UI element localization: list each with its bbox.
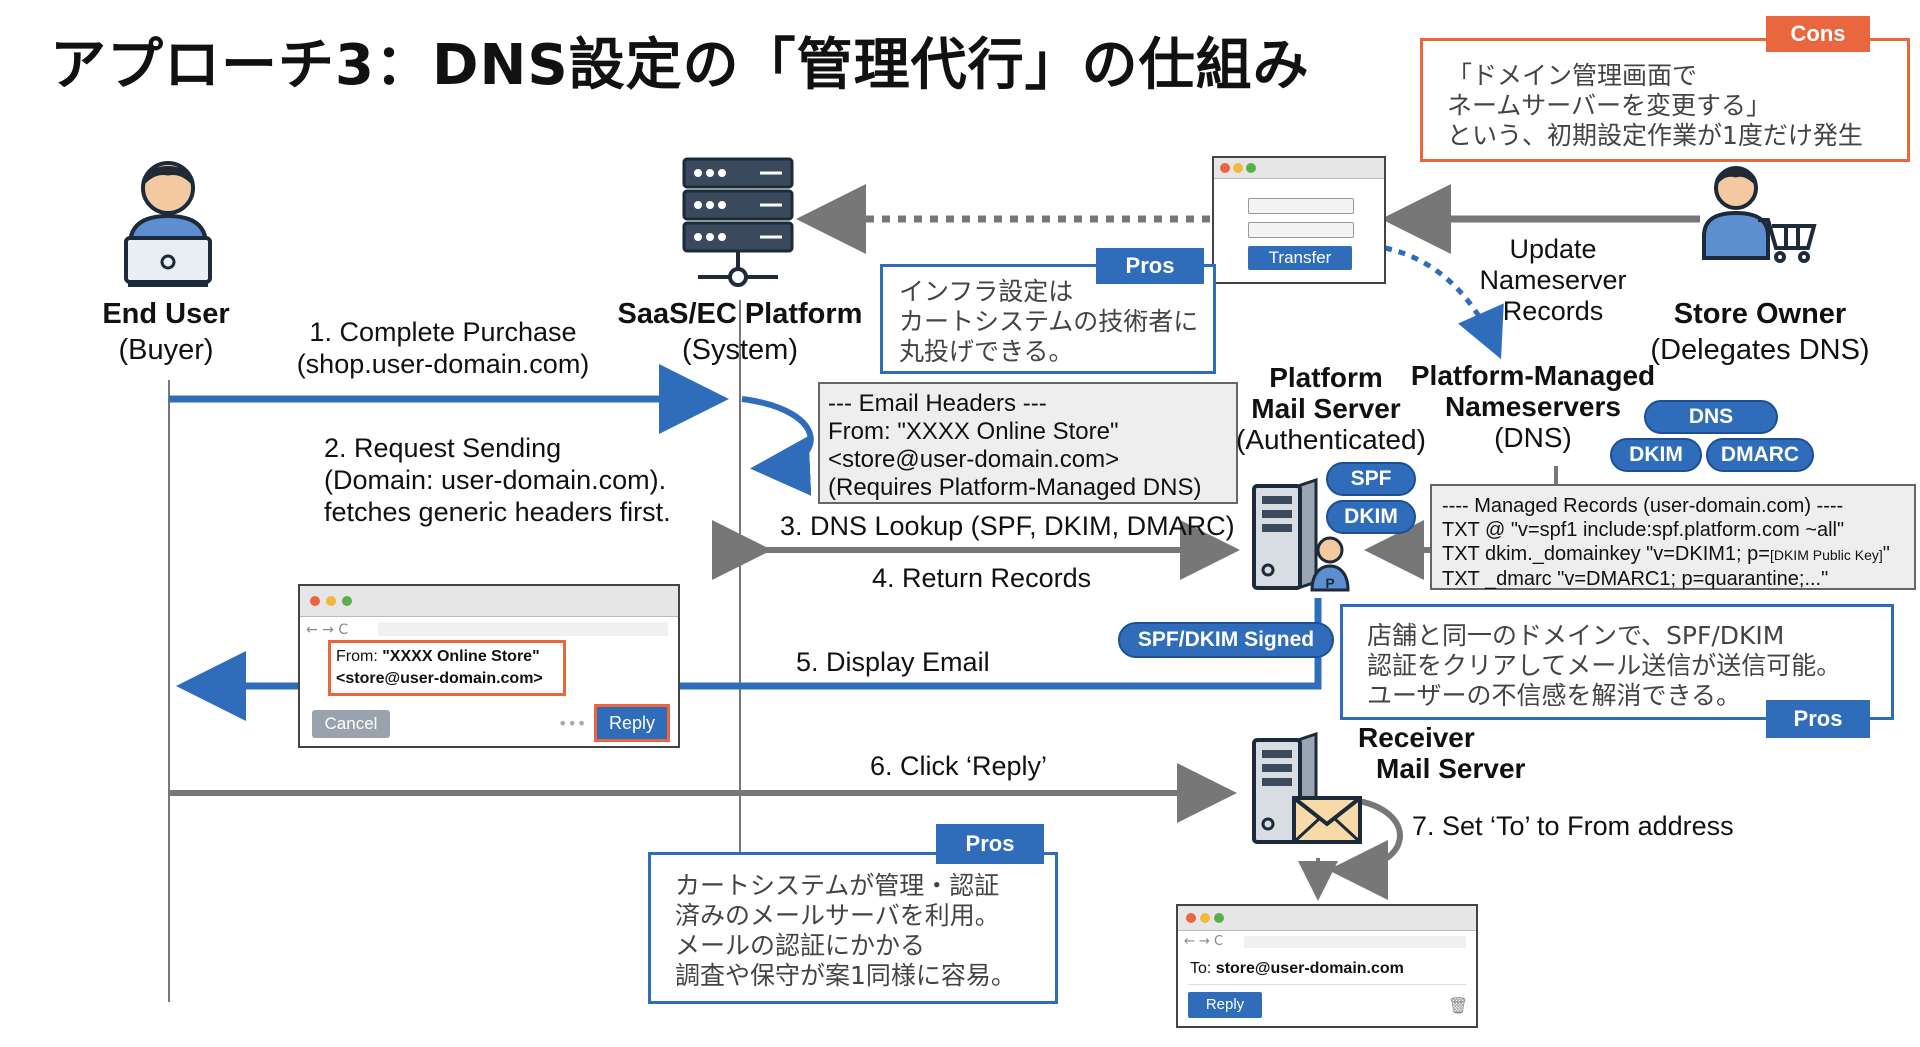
page-title: アプローチ3：DNS設定の「管理代行」の仕組み	[50, 33, 1310, 98]
pros-infra-line-2: カートシステムの技術者に	[899, 307, 1199, 336]
pros-auth-box: 店舗と同一のドメインで、SPF/DKIM 認証をクリアしてメール送信が送信可能。…	[1340, 604, 1894, 720]
end-user-label: End User (Buyer)	[102, 298, 230, 366]
reply-button[interactable]: Reply	[594, 704, 670, 742]
server-rack-icon	[682, 157, 794, 287]
email-headers-box: --- Email Headers --- From: "XXXX Online…	[818, 382, 1238, 504]
dns-badge: DNS	[1644, 400, 1778, 434]
receiver-mail-server-icon	[1252, 732, 1362, 845]
store-owner-icon	[1702, 166, 1817, 263]
cancel-button[interactable]: Cancel	[312, 710, 390, 738]
pros-auth-line-1: 店舗と同一のドメインで、SPF/DKIM	[1367, 621, 1785, 650]
step-4-label: 4. Return Records	[872, 563, 1092, 593]
step-7-label: 7. Set ‘To’ to From address	[1412, 811, 1734, 841]
update-nameserver-label: Update Nameserver Records	[1479, 234, 1627, 326]
cons-box: 「ドメイン管理画面で ネームサーバーを変更する」 という、初期設定作業が1度だけ…	[1420, 38, 1910, 162]
transfer-field-1[interactable]	[1248, 198, 1354, 214]
nav-arrows-icon[interactable]: ← → C	[306, 622, 349, 638]
more-icon[interactable]: •••	[558, 714, 587, 733]
step-1-label: 1. Complete Purchase (shop.user-domain.c…	[296, 317, 590, 379]
reply-nav-arrows-icon[interactable]: ← → C	[1184, 934, 1224, 949]
reply-address-bar[interactable]	[1244, 936, 1466, 948]
envelope-icon	[1292, 796, 1362, 844]
pros-infra-line-3: 丸投げできる。	[899, 337, 1074, 366]
pros-mail-line-3: メールの認証にかかる	[675, 931, 926, 960]
email-client-window: ← → C From: "XXXX Online Store" <store@u…	[298, 584, 680, 748]
dkim-badge-nameserver: DKIM	[1610, 438, 1702, 472]
nameservers-label: Platform-Managed Nameservers (DNS)	[1410, 360, 1656, 453]
arrow-step-2	[741, 396, 814, 496]
pros-auth-tag: Pros	[1766, 700, 1870, 738]
step-6-label: 6. Click ‘Reply’	[870, 751, 1048, 781]
store-owner-label: Store Owner (Delegates DNS)	[1650, 298, 1870, 366]
pros-infra-tag: Pros	[1096, 248, 1204, 284]
step-5-label: 5. Display Email	[796, 647, 990, 677]
step-2-label: 2. Request Sending (Domain: user-domain.…	[324, 433, 671, 527]
mail-server-icon: P	[1252, 478, 1350, 592]
user-icon	[124, 161, 212, 287]
step-3-label: 3. DNS Lookup (SPF, DKIM, DMARC)	[780, 511, 1235, 541]
receiver-label: Receiver Mail Server	[1358, 722, 1526, 784]
cons-tag: Cons	[1766, 16, 1870, 52]
transfer-field-2[interactable]	[1248, 222, 1354, 238]
spf-badge-mailserver: SPF	[1326, 462, 1416, 496]
pros-auth-line-3: ユーザーの不信感を解消できる。	[1367, 681, 1742, 710]
reply-to-field[interactable]: To: store@user-domain.com	[1190, 960, 1404, 977]
reply-send-button[interactable]: Reply	[1188, 992, 1262, 1018]
address-bar[interactable]	[378, 622, 668, 636]
cons-line-3: という、初期設定作業が1度だけ発生	[1447, 121, 1863, 150]
laptop-icon	[124, 236, 212, 284]
dkim-badge-mailserver: DKIM	[1326, 500, 1416, 534]
pros-mail-box: カートシステムが管理・認証 済みのメールサーバを利用。 メールの認証にかかる 調…	[648, 852, 1058, 1004]
from-highlight: From: "XXXX Online Store" <store@user-do…	[328, 640, 566, 696]
spf-dkim-signed-badge: SPF/DKIM Signed	[1118, 622, 1334, 658]
mail-server-label: Platform Mail Server (Authenticated)	[1236, 362, 1426, 455]
cons-line-1: 「ドメイン管理画面で	[1447, 61, 1698, 90]
cons-line-2: ネームサーバーを変更する」	[1447, 91, 1772, 120]
platform-label: SaaS/EC Platform (System)	[617, 298, 863, 366]
managed-records-box: ---- Managed Records (user-domain.com) -…	[1430, 484, 1916, 590]
pros-mail-tag: Pros	[936, 824, 1044, 864]
transfer-window: Transfer	[1212, 156, 1386, 284]
pros-mail-line-1: カートシステムが管理・認証	[675, 871, 1000, 900]
pros-mail-line-2: 済みのメールサーバを利用。	[675, 901, 1000, 930]
arrow-update-nameserver	[1384, 245, 1504, 360]
cart-icon	[1758, 218, 1817, 263]
transfer-button[interactable]: Transfer	[1248, 246, 1352, 270]
pros-mail-line-4: 調査や保守が案1同様に容易。	[675, 961, 1016, 990]
trash-icon[interactable]: 🗑	[1448, 996, 1469, 1015]
svg-text:P: P	[1325, 575, 1334, 591]
dmarc-badge: DMARC	[1706, 438, 1814, 472]
arrow-step-7	[1328, 797, 1403, 900]
reply-window: ← → C To: store@user-domain.com Reply 🗑	[1176, 904, 1478, 1028]
pros-auth-line-2: 認証をクリアしてメール送信が送信可能。	[1367, 651, 1842, 680]
pros-infra-line-1: インフラ設定は	[899, 277, 1074, 306]
